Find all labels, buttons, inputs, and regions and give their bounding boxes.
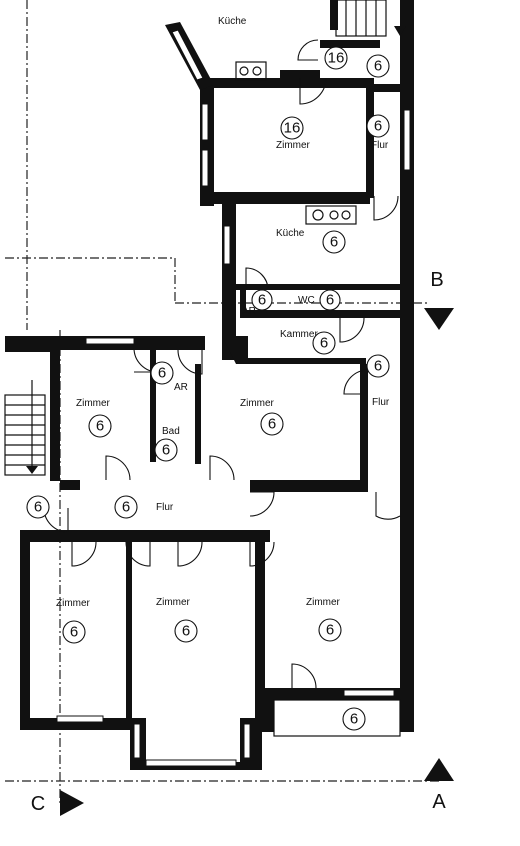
section-marker-b: B (424, 269, 454, 330)
room-label-kammer: Kammer (280, 329, 318, 340)
svg-text:A: A (432, 791, 446, 813)
marker-6-flur-upper: 6 (366, 114, 390, 138)
room-label-kueche: Küche (276, 228, 305, 239)
room-label-bad: Bad (162, 426, 180, 437)
svg-text:6: 6 (330, 234, 338, 251)
stove-icon (235, 61, 267, 81)
svg-text:6: 6 (268, 416, 276, 433)
room-label-zimmer-left: Zimmer (76, 398, 111, 409)
svg-text:C: C (31, 793, 45, 815)
room-label-zimmer-upper: Zimmer (276, 140, 311, 151)
svg-text:6: 6 (122, 499, 130, 516)
marker-6-kammer: 6 (312, 331, 336, 355)
marker-6-flur-left: 6 (26, 495, 50, 519)
marker-6-wc: 6 (319, 289, 341, 311)
svg-text:6: 6 (374, 358, 382, 375)
svg-text:6: 6 (326, 622, 334, 639)
room-label-ar-upper: AR (242, 306, 256, 317)
svg-text:6: 6 (96, 418, 104, 435)
marker-6-bad: 6 (154, 438, 178, 462)
marker-6-bottom-right: 6 (318, 618, 342, 642)
svg-text:6: 6 (350, 711, 358, 728)
svg-text:6: 6 (34, 499, 42, 516)
svg-text:6: 6 (70, 624, 78, 641)
staircase (4, 380, 46, 476)
svg-text:6: 6 (320, 335, 328, 352)
marker-6-bottom-left: 6 (62, 620, 86, 644)
svg-text:16: 16 (328, 50, 345, 67)
marker-6-kueche: 6 (322, 230, 346, 254)
marker-6-bottom-mid: 6 (174, 619, 198, 643)
stove-icon (305, 205, 357, 225)
marker-6-flur-main: 6 (114, 495, 138, 519)
svg-text:16: 16 (284, 120, 301, 137)
marker-6-zimmer-left: 6 (88, 414, 112, 438)
marker-6-ar-mid: 6 (150, 361, 174, 385)
svg-text:6: 6 (162, 442, 170, 459)
room-label-zimmer-bottom-left: Zimmer (56, 598, 91, 609)
marker-6-zimmer-center: 6 (260, 412, 284, 436)
marker-16-top: 16 (324, 46, 348, 70)
svg-text:B: B (430, 269, 443, 291)
room-label-zimmer-center: Zimmer (240, 398, 275, 409)
room-label-flur-right: Flur (372, 397, 390, 408)
svg-text:6: 6 (374, 118, 382, 135)
svg-text:6: 6 (374, 58, 382, 75)
room-label-ar-mid: AR (174, 382, 188, 393)
marker-6-top: 6 (366, 54, 390, 78)
room-label-kueche-top: Küche (218, 16, 247, 27)
section-marker-c: C (31, 790, 84, 816)
room-label-flur-main: Flur (156, 502, 174, 513)
room-label-zimmer-bottom-mid: Zimmer (156, 597, 191, 608)
room-label-wc: WC (298, 295, 315, 306)
marker-16-zimmer: 16 (280, 116, 304, 140)
marker-6-flur-right: 6 (366, 354, 390, 378)
marker-6-ar: 6 (251, 289, 273, 311)
svg-text:6: 6 (182, 623, 190, 640)
svg-text:6: 6 (326, 292, 334, 309)
section-marker-a: A (424, 758, 454, 813)
svg-text:6: 6 (158, 365, 166, 382)
room-label-flur-upper: Flur (371, 140, 389, 151)
room-label-zimmer-bottom-right: Zimmer (306, 597, 341, 608)
svg-text:6: 6 (258, 292, 266, 309)
marker-6-balcony: 6 (342, 707, 366, 731)
